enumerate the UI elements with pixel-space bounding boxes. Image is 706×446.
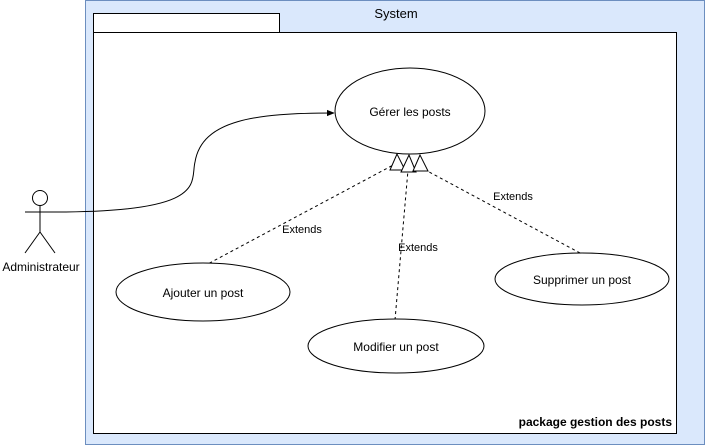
usecase-modifier-label: Modifier un post — [353, 340, 439, 354]
actor-administrateur[interactable] — [24, 190, 56, 254]
actor-right-leg — [39, 231, 56, 254]
usecase-gerer-label: Gérer les posts — [369, 105, 450, 119]
usecase-gerer-ellipse — [334, 67, 486, 155]
actor-left-leg — [24, 231, 41, 254]
extend-arrowhead-supprimer — [412, 153, 429, 172]
usecase-supprimer-ellipse — [494, 252, 670, 306]
usecase-modifier-un-post[interactable]: Modifier un post — [307, 318, 485, 374]
usecase-ajouter-un-post[interactable]: Ajouter un post — [115, 262, 291, 322]
package-tab — [93, 13, 280, 33]
extend-edge-ajouter[interactable] — [203, 162, 398, 267]
extend-arrowhead-modifier — [400, 153, 417, 173]
usecase-ajouter-label: Ajouter un post — [163, 286, 244, 300]
usecase-gerer-les-posts[interactable]: Gérer les posts — [334, 67, 486, 155]
system-title: System — [374, 6, 417, 21]
extends-label-supprimer: Extends — [493, 191, 533, 203]
usecase-modifier-ellipse — [307, 318, 485, 374]
association-edge[interactable] — [54, 109, 335, 213]
extends-label-modifier: Extends — [398, 242, 438, 254]
extend-arrowhead-ajouter — [389, 152, 406, 171]
usecase-supprimer-un-post[interactable]: Supprimer un post — [494, 252, 670, 306]
usecase-supprimer-label: Supprimer un post — [533, 273, 632, 287]
extend-edge-modifier[interactable] — [394, 169, 409, 321]
extend-edge-supprimer[interactable] — [417, 165, 581, 254]
package-label: package gestion des posts — [519, 415, 673, 429]
actor-name: Administrateur — [2, 260, 79, 274]
extends-label-ajouter: Extends — [282, 224, 322, 236]
actor-head — [32, 190, 48, 206]
usecase-ajouter-ellipse — [115, 262, 291, 322]
